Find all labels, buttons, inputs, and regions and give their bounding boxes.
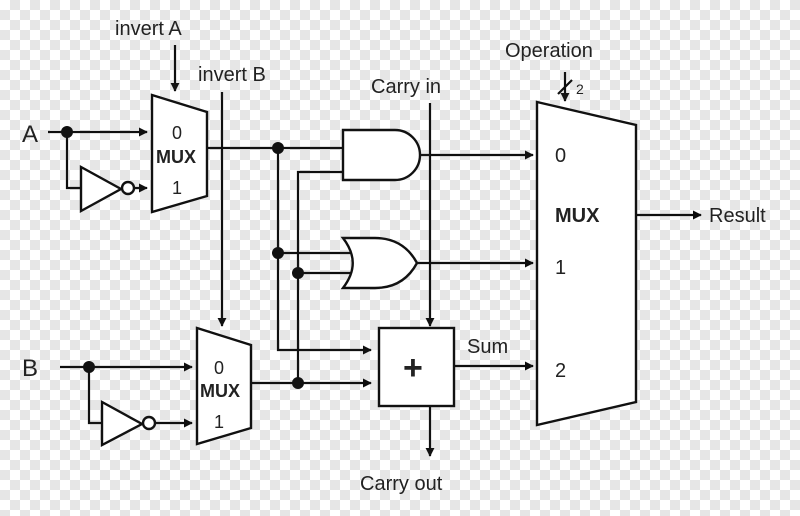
or-gate <box>340 236 419 290</box>
junction-mux-b-bottom <box>292 377 304 389</box>
result-mux-in0-label: 0 <box>555 145 566 167</box>
mux-b-in1-label: 1 <box>214 412 224 432</box>
invert-b-label: invert B <box>198 64 266 86</box>
junction-mux-a-top <box>272 142 284 154</box>
adder-box <box>377 326 456 408</box>
operation-width-label: 2 <box>576 81 584 97</box>
mux-a <box>150 93 209 214</box>
result-mux-in2-label: 2 <box>555 360 566 382</box>
result-mux <box>535 100 638 427</box>
wire-a-to-inverter <box>65 132 80 190</box>
sum-label: Sum <box>467 336 508 358</box>
carry-out-label: Carry out <box>360 473 443 495</box>
junction-a <box>61 126 73 138</box>
junction-mux-b-mid <box>292 267 304 279</box>
result-label: Result <box>709 205 766 227</box>
and-gate <box>341 128 422 182</box>
wire-operation-select <box>557 72 573 102</box>
result-mux-in1-label: 1 <box>555 257 566 279</box>
mux-a-in0-label: 0 <box>172 123 182 143</box>
inverter-b <box>100 399 157 447</box>
mux-a-label: MUX <box>156 147 196 167</box>
mux-b-label: MUX <box>200 381 240 401</box>
junction-b <box>83 361 95 373</box>
input-b-label: B <box>22 355 38 382</box>
junction-dots <box>61 126 304 389</box>
mux-a-in1-label: 1 <box>172 178 182 198</box>
wire-b-to-inverter <box>87 367 101 425</box>
operation-label: Operation <box>505 40 593 62</box>
wire-mux-b-output-bus <box>251 170 372 388</box>
invert-a-label: invert A <box>115 18 182 40</box>
input-a-label: A <box>22 121 38 148</box>
junction-mux-a-mid <box>272 247 284 259</box>
mux-b <box>195 326 253 446</box>
carry-in-label: Carry in <box>371 76 441 98</box>
inverter-a <box>79 164 136 214</box>
mux-b-in0-label: 0 <box>214 358 224 378</box>
result-mux-label: MUX <box>555 205 600 227</box>
adder-symbol: + <box>403 349 423 387</box>
